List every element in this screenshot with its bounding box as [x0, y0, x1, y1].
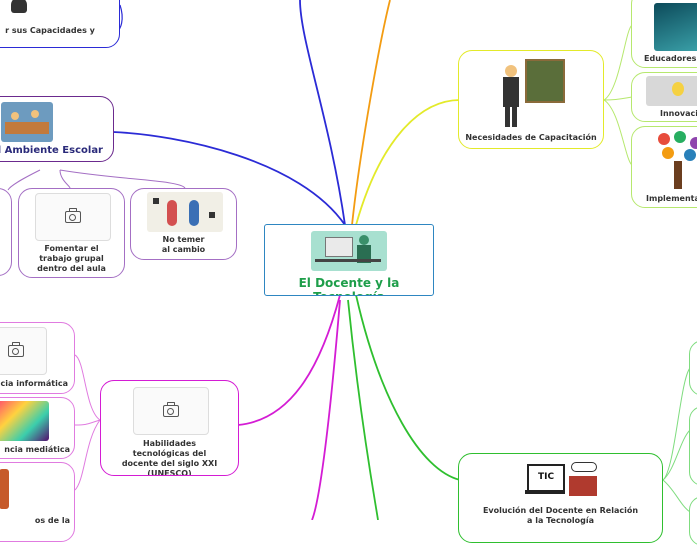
- node-competencia-mediatica[interactable]: ncia mediática: [0, 397, 75, 459]
- tic-label: TIC: [537, 472, 555, 482]
- node-necesidades-label: Necesidades de Capacitación: [465, 133, 597, 142]
- center-title: El Docente y la Tecnología: [298, 276, 400, 295]
- camera-icon: [65, 208, 81, 223]
- node-competencia-informatica-label: cia informática: [0, 379, 68, 388]
- node-bottom-left[interactable]: os de la: [0, 462, 75, 542]
- node-habilidades-label: Habilidades tecnológicas del docente del…: [121, 439, 218, 476]
- image-placeholder: [0, 327, 47, 375]
- classroom-image: [1, 102, 53, 142]
- node-ambiente-label: el Ambiente Escolar: [0, 145, 103, 156]
- camera-icon: [8, 342, 24, 357]
- node-innovacion-label: Innovació: [660, 109, 697, 118]
- node-ambiente-escolar[interactable]: el Ambiente Escolar: [0, 96, 114, 162]
- teacher-board-icon: [311, 231, 387, 271]
- teacher-presentation-image: [499, 57, 565, 129]
- people-devices-image: [147, 192, 223, 232]
- node-capacidades[interactable]: r sus Capacidades y: [0, 0, 120, 48]
- node-evolucion-label: Evolución del Docente en Relación a la T…: [482, 506, 639, 525]
- node-educadores[interactable]: Educadores p: [631, 0, 697, 68]
- center-node[interactable]: El Docente y la Tecnología: [264, 224, 434, 296]
- node-right-partial-3[interactable]: [689, 496, 697, 546]
- node-fomentar-label: Fomentar el trabajo grupal dentro del au…: [37, 244, 106, 273]
- media-collage-image: [0, 401, 49, 441]
- node-educadores-label: Educadores p: [644, 54, 697, 63]
- node-necesidades[interactable]: Necesidades de Capacitación: [458, 50, 604, 149]
- person-icon: [11, 0, 27, 13]
- node-no-temer-label: No temer al cambio: [161, 235, 206, 254]
- node-implementacion-label: Implementa: [646, 194, 697, 203]
- tic-laptop-image: TIC: [525, 460, 605, 504]
- node-implementacion[interactable]: Implementa: [631, 126, 697, 208]
- node-right-partial-2[interactable]: [689, 406, 697, 486]
- node-right-partial-1[interactable]: [689, 340, 697, 396]
- connection-lines: [7, 0, 691, 520]
- image-placeholder: [35, 193, 111, 241]
- node-no-temer[interactable]: No temer al cambio: [130, 188, 237, 260]
- node-fomentar[interactable]: Fomentar el trabajo grupal dentro del au…: [18, 188, 125, 278]
- node-capacidades-label: r sus Capacidades y: [5, 26, 95, 35]
- person-icon: [0, 469, 9, 509]
- node-competencia-informatica[interactable]: cia informática: [0, 322, 75, 394]
- node-left-partial[interactable]: [0, 188, 12, 276]
- node-innovacion[interactable]: Innovació: [631, 72, 697, 122]
- camera-icon: [163, 402, 179, 417]
- node-evolucion[interactable]: TIC Evolución del Docente en Relación a …: [458, 453, 663, 543]
- node-competencia-mediatica-label: ncia mediática: [4, 445, 70, 454]
- node-habilidades[interactable]: Habilidades tecnológicas del docente del…: [100, 380, 239, 476]
- node-bottom-left-label: os de la: [34, 516, 70, 525]
- educator-image: [654, 3, 697, 51]
- image-placeholder: [133, 387, 209, 435]
- tree-icons-image: [654, 131, 697, 191]
- lightbulb-image: [646, 76, 697, 106]
